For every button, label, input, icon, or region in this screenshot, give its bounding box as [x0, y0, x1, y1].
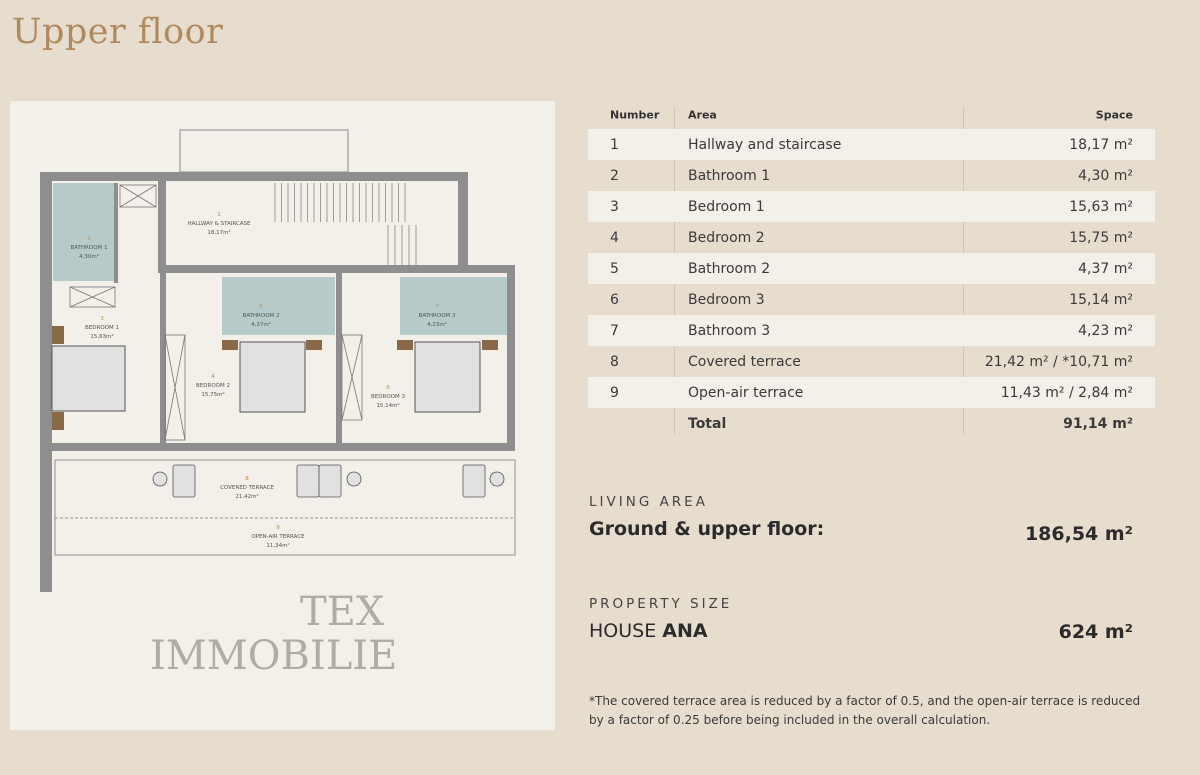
cell-area: Hallway and staircase: [688, 136, 842, 153]
cell-number: 8: [610, 353, 619, 370]
svg-text:15,63m²: 15,63m²: [90, 333, 113, 340]
living-area-name: Ground & upper floor:: [589, 518, 825, 540]
cell-space: 15,14 m²: [1069, 291, 1133, 308]
cell-space: 18,17 m²: [1069, 136, 1133, 153]
property-size-name: HOUSE ANA: [589, 620, 708, 642]
wall-hall-left: [158, 172, 166, 272]
cell-number: 3: [610, 198, 619, 215]
cell-area: Covered terrace: [688, 353, 801, 370]
cell-area: Bedroom 2: [688, 229, 765, 246]
svg-text:BATHROOM 3: BATHROOM 3: [418, 313, 456, 319]
cell-area: Bedroom 3: [688, 291, 765, 308]
svg-text:11,34m²: 11,34m²: [266, 542, 289, 549]
svg-text:BEDROOM 1: BEDROOM 1: [85, 325, 119, 331]
cell-space: 4,23 m²: [1078, 322, 1133, 339]
svg-text:15,14m²: 15,14m²: [376, 402, 399, 409]
cell-space: 21,42 m² / *10,71 m²: [984, 353, 1133, 370]
svg-text:BATHROOM 1: BATHROOM 1: [70, 245, 107, 251]
wall-bath1: [114, 183, 118, 283]
property-size-value: 624 m²: [1058, 621, 1133, 643]
table-row: 2 Bathroom 1 4,30 m²: [588, 160, 1155, 191]
cell-space: 4,37 m²: [1078, 260, 1133, 277]
svg-text:OPEN-AIR TERRACE: OPEN-AIR TERRACE: [251, 534, 305, 540]
wall-mid: [158, 265, 513, 273]
cell-area: Bedroom 1: [688, 198, 765, 215]
living-area-label: LIVING AREA: [589, 494, 708, 510]
cell-area: Bathroom 1: [688, 167, 771, 184]
cell-space: 11,43 m² / 2,84 m²: [1000, 384, 1133, 401]
cell-number: 7: [610, 322, 619, 339]
terrace-outline: [54, 459, 516, 556]
room-labels: 1 HALLWAY & STAIRCASE 18,17m² 2 BATHROOM…: [70, 212, 456, 549]
cell-area: Open-air terrace: [688, 384, 804, 401]
wall-bed3: [336, 270, 342, 446]
cell-number: 2: [610, 167, 619, 184]
svg-text:6: 6: [386, 385, 390, 391]
table-row: 4 Bedroom 2 15,75 m²: [588, 222, 1155, 253]
svg-text:4,37m²: 4,37m²: [251, 321, 271, 328]
living-area-value: 186,54 m²: [1024, 523, 1133, 545]
svg-text:BEDROOM 3: BEDROOM 3: [371, 394, 405, 400]
svg-text:HALLWAY & STAIRCASE: HALLWAY & STAIRCASE: [187, 221, 251, 227]
table-total-row: Total 91,14 m²: [588, 408, 1155, 439]
wall-bed2: [160, 270, 166, 446]
cell-number: 1: [610, 136, 619, 153]
total-value: 91,14 m²: [1063, 415, 1133, 432]
table-row: 1 Hallway and staircase 18,17 m²: [588, 129, 1155, 160]
cell-number: 4: [610, 229, 619, 246]
svg-text:8: 8: [245, 476, 249, 482]
footnote: *The covered terrace area is reduced by …: [589, 694, 1141, 727]
svg-text:15,75m²: 15,75m²: [201, 391, 224, 398]
wall-right: [507, 265, 515, 448]
bed-3: [414, 341, 481, 413]
svg-text:BEDROOM 2: BEDROOM 2: [196, 383, 230, 389]
svg-text:9: 9: [276, 525, 280, 531]
svg-text:5: 5: [259, 304, 263, 310]
bathroom-2-fill: [222, 277, 335, 335]
property-size-label: PROPERTY SIZE: [589, 596, 733, 612]
wall-hall-right: [458, 172, 468, 269]
svg-text:21,42m²: 21,42m²: [235, 493, 258, 500]
svg-text:7: 7: [435, 304, 439, 310]
staircase: [274, 183, 417, 265]
header-number: Number: [610, 108, 660, 121]
wall-top: [40, 172, 465, 181]
cell-number: 9: [610, 384, 619, 401]
table-row: 6 Bedroom 3 15,14 m²: [588, 284, 1155, 315]
cell-number: 6: [610, 291, 619, 308]
svg-text:COVERED TERRACE: COVERED TERRACE: [220, 485, 274, 491]
svg-text:4,30m²: 4,30m²: [79, 253, 99, 260]
svg-text:4,23m²: 4,23m²: [427, 321, 447, 328]
cell-number: 5: [610, 260, 619, 277]
svg-text:BATHROOM 2: BATHROOM 2: [242, 313, 279, 319]
cell-area: Bathroom 2: [688, 260, 771, 277]
cell-space: 15,75 m²: [1069, 229, 1133, 246]
wall-left: [40, 172, 52, 592]
table-row: 3 Bedroom 1 15,63 m²: [588, 191, 1155, 222]
balcony-outline: [179, 129, 349, 173]
cell-area: Bathroom 3: [688, 322, 771, 339]
table-header: Number Area Space: [588, 100, 1155, 129]
header-space: Space: [1095, 108, 1133, 121]
bathroom-3-fill: [400, 277, 510, 335]
cell-space: 4,30 m²: [1078, 167, 1133, 184]
table-row: 5 Bathroom 2 4,37 m²: [588, 253, 1155, 284]
area-table: Number Area Space 1 Hallway and staircase…: [588, 100, 1155, 439]
bed-2: [239, 341, 306, 413]
header-area: Area: [688, 108, 717, 121]
bed-1: [51, 345, 126, 412]
bathroom-1-fill: [53, 183, 115, 281]
svg-text:1: 1: [217, 212, 221, 218]
wall-bottom: [40, 443, 515, 451]
svg-text:2: 2: [87, 236, 91, 242]
cell-space: 15,63 m²: [1069, 198, 1133, 215]
page-title: Upper floor: [12, 12, 224, 52]
table-row: 7 Bathroom 3 4,23 m²: [588, 315, 1155, 346]
table-row: 8 Covered terrace 21,42 m² / *10,71 m²: [588, 346, 1155, 377]
svg-text:3: 3: [100, 316, 104, 322]
table-row: 9 Open-air terrace 11,43 m² / 2,84 m²: [588, 377, 1155, 408]
svg-text:18,17m²: 18,17m²: [207, 229, 230, 236]
total-label: Total: [688, 415, 727, 432]
svg-text:4: 4: [211, 374, 215, 380]
